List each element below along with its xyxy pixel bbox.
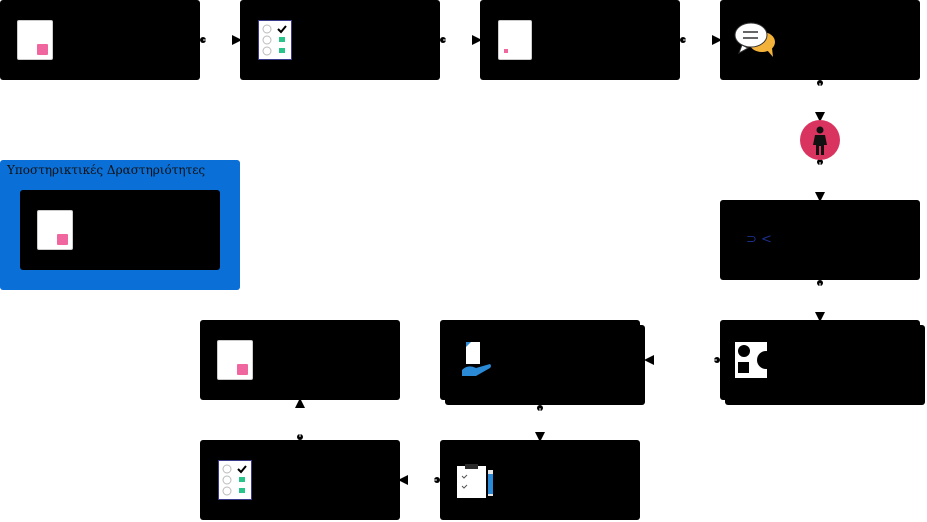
step-card-2[interactable] (240, 0, 440, 80)
connector-2-3 (440, 35, 482, 45)
code-arrows-icon: ⊃ < (746, 232, 772, 247)
connector-10-11 (398, 475, 440, 485)
connector-8-10 (535, 405, 545, 442)
clipboard-pencil-icon (457, 464, 493, 498)
group-title: Υποστηρικτικές Δραστηριότητες (7, 163, 206, 177)
step-card-3[interactable] (480, 0, 680, 80)
connector-4-5 (815, 80, 825, 122)
document-icon (498, 20, 532, 60)
step-card-4[interactable] (720, 0, 920, 80)
sticky-note-icon (17, 20, 53, 60)
connector-11-9 (295, 398, 305, 440)
chat-bubbles-icon (734, 22, 775, 57)
connector-1-2 (200, 35, 242, 45)
connector-3-4 (680, 35, 722, 45)
checklist-icon (258, 20, 292, 60)
hand-document-icon (462, 342, 491, 376)
connector-7-8 (644, 355, 720, 365)
step-card-11[interactable] (200, 440, 400, 520)
sticky-note-icon (37, 210, 73, 250)
shapes-icon (735, 342, 775, 378)
sticky-note-icon (217, 340, 253, 380)
step-card-6[interactable]: ⊃ < (720, 200, 920, 280)
person-icon (800, 120, 840, 160)
step-card-8[interactable] (440, 320, 640, 400)
support-card-1[interactable] (20, 190, 220, 270)
support-activities-group: Υποστηρικτικές Δραστηριότητες (0, 160, 240, 290)
connector-6-7 (815, 280, 825, 322)
step-card-7[interactable] (720, 320, 920, 400)
step-card-1[interactable] (0, 0, 200, 80)
connector-5-6 (815, 159, 825, 202)
step-card-10[interactable] (440, 440, 640, 520)
step-card-9[interactable] (200, 320, 400, 400)
checklist-icon (218, 460, 252, 500)
